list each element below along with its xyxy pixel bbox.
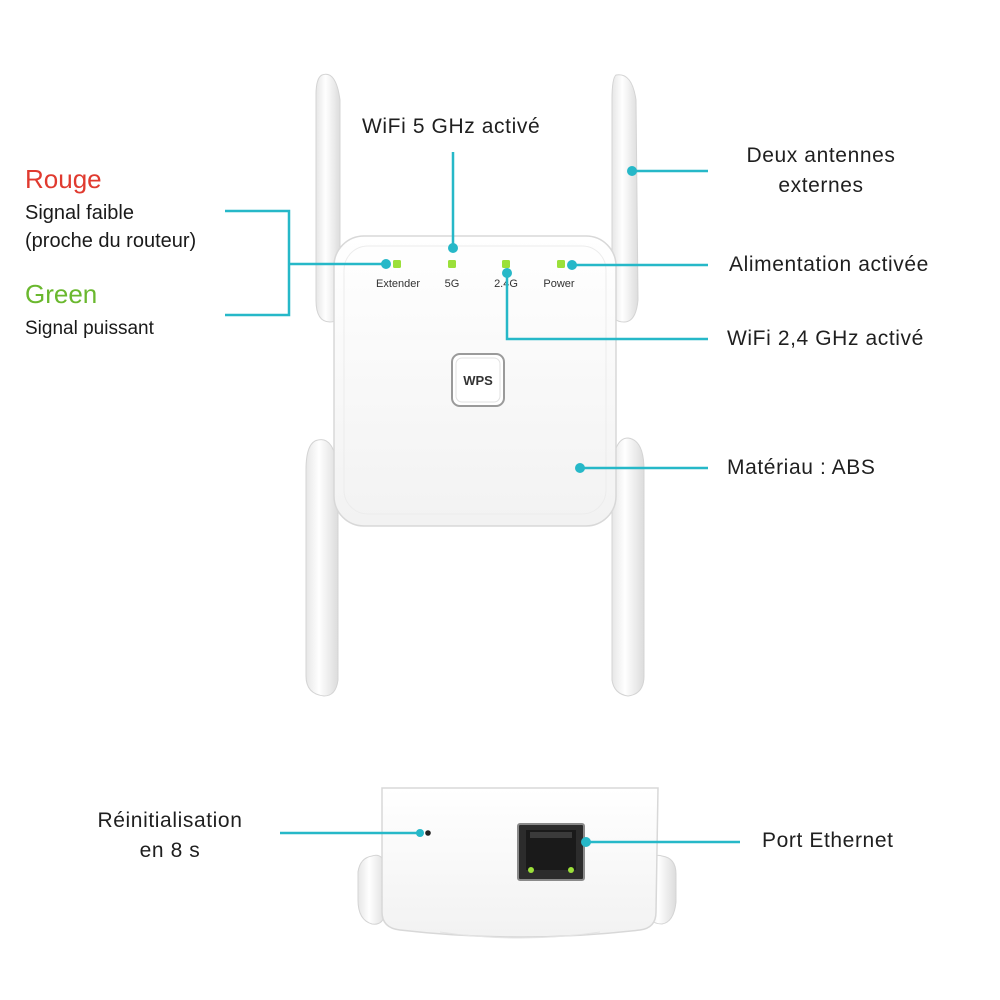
- wps-button: [451, 353, 505, 407]
- led-power: [557, 260, 565, 268]
- callout-dots: [381, 166, 637, 847]
- label-wifi24: WiFi 2,4 GHz activé: [727, 327, 924, 350]
- antenna-top-right: [611, 74, 639, 323]
- extender-face: [343, 245, 607, 515]
- antenna-bottom-left: [305, 439, 339, 697]
- callout-line-wifi24: [505, 273, 708, 341]
- legend-red-title: Rouge: [25, 164, 102, 194]
- legend-red-text-line2: (proche du routeur): [25, 230, 197, 252]
- led-label-5g: 5G: [445, 278, 460, 290]
- label-material: Matériau : ABS: [727, 456, 876, 479]
- ethernet-led-right: [568, 867, 574, 873]
- led-label-extender: Extender: [376, 278, 420, 290]
- extender-front-view: Extender 5G 2.4G Power WPS: [305, 73, 645, 697]
- led-extender: [393, 260, 401, 268]
- legend-red-text-line1: Signal faible: [25, 202, 134, 224]
- reset-hole: [425, 830, 431, 836]
- antenna-bottom-right: [611, 437, 645, 697]
- led-5g: [448, 260, 456, 268]
- ethernet-led-left: [528, 867, 534, 873]
- callout-line-legend: [225, 209, 291, 317]
- label-antennas-line2: externes: [778, 174, 864, 197]
- label-reset-line1: Réinitialisation: [97, 809, 243, 832]
- led-2-4g: [502, 260, 510, 268]
- label-ethernet: Port Ethernet: [762, 829, 894, 852]
- label-wifi5: WiFi 5 GHz activé: [362, 115, 541, 138]
- legend-green-title: Green: [25, 279, 98, 309]
- label-antennas-line1: Deux antennes: [746, 144, 896, 167]
- led-label-power: Power: [543, 278, 575, 290]
- label-power: Alimentation activée: [729, 253, 929, 276]
- legend-green-text: Signal puissant: [25, 318, 154, 339]
- wps-label: WPS: [463, 373, 493, 388]
- extender-bottom-view: [357, 787, 677, 939]
- label-reset-line2: en 8 s: [139, 839, 201, 862]
- callout-lines: [225, 152, 740, 844]
